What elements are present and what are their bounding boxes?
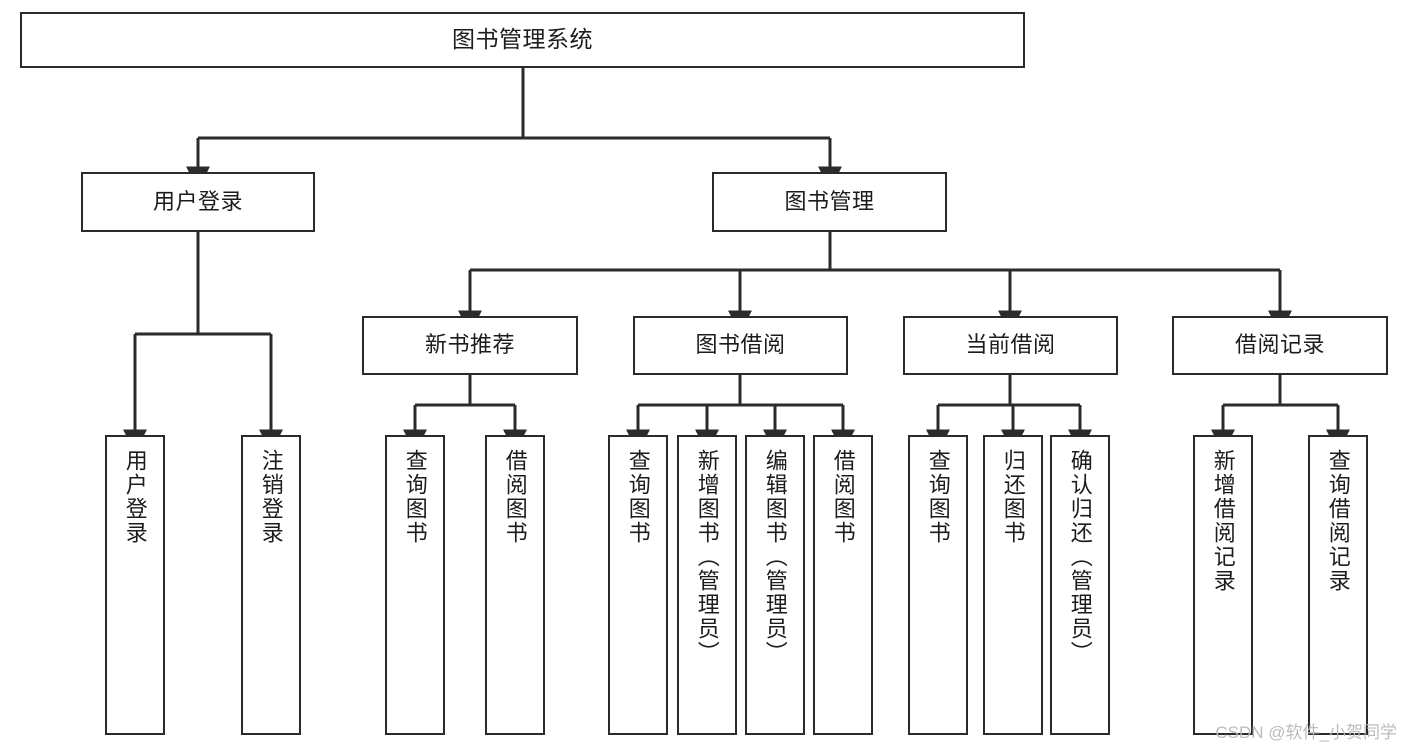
node-leaf-borrow-book-1-label: 借阅图书 — [502, 449, 528, 545]
node-borrow-record[interactable]: 借阅记录 — [1172, 316, 1388, 375]
node-borrow-record-label: 借阅记录 — [1234, 332, 1325, 358]
node-root[interactable]: 图书管理系统 — [20, 12, 1025, 68]
node-leaf-add-borrow-record-label: 新增借阅记录 — [1210, 449, 1236, 593]
node-current-borrow-label: 当前借阅 — [965, 332, 1056, 358]
node-leaf-user-logout-label: 注销登录 — [258, 449, 284, 545]
node-leaf-edit-book-label: 编辑图书（管理员） — [762, 449, 788, 665]
node-new-book-recommend-label: 新书推荐 — [424, 332, 515, 358]
node-leaf-user-logout[interactable]: 注销登录 — [241, 435, 301, 735]
node-book-management[interactable]: 图书管理 — [712, 172, 947, 232]
node-leaf-borrow-book-1[interactable]: 借阅图书 — [485, 435, 545, 735]
node-current-borrow[interactable]: 当前借阅 — [903, 316, 1118, 375]
node-leaf-user-login[interactable]: 用户登录 — [105, 435, 165, 735]
node-leaf-query-borrow-record-label: 查询借阅记录 — [1325, 449, 1351, 593]
node-leaf-query-book-1-label: 查询图书 — [402, 449, 428, 545]
node-leaf-add-borrow-record[interactable]: 新增借阅记录 — [1193, 435, 1253, 735]
node-leaf-query-book-2[interactable]: 查询图书 — [608, 435, 668, 735]
node-leaf-add-book[interactable]: 新增图书（管理员） — [677, 435, 737, 735]
node-user-login[interactable]: 用户登录 — [81, 172, 315, 232]
node-leaf-edit-book[interactable]: 编辑图书（管理员） — [745, 435, 805, 735]
node-leaf-query-borrow-record[interactable]: 查询借阅记录 — [1308, 435, 1368, 735]
node-leaf-return-book-label: 归还图书 — [1000, 449, 1026, 545]
node-leaf-return-book[interactable]: 归还图书 — [983, 435, 1043, 735]
node-leaf-user-login-label: 用户登录 — [122, 449, 148, 545]
node-leaf-borrow-book-2-label: 借阅图书 — [830, 449, 856, 545]
node-book-management-label: 图书管理 — [784, 188, 875, 214]
node-leaf-query-book-3-label: 查询图书 — [925, 449, 951, 545]
csdn-watermark: CSDN @软件_小贺同学 — [1215, 723, 1397, 742]
node-leaf-add-book-label: 新增图书（管理员） — [694, 449, 720, 665]
node-root-label: 图书管理系统 — [452, 26, 593, 53]
node-book-borrow[interactable]: 图书借阅 — [633, 316, 848, 375]
node-leaf-query-book-1[interactable]: 查询图书 — [385, 435, 445, 735]
node-user-login-label: 用户登录 — [152, 188, 243, 214]
node-leaf-confirm-return[interactable]: 确认归还（管理员） — [1050, 435, 1110, 735]
node-leaf-confirm-return-label: 确认归还（管理员） — [1067, 449, 1093, 665]
node-book-borrow-label: 图书借阅 — [695, 332, 786, 358]
node-leaf-borrow-book-2[interactable]: 借阅图书 — [813, 435, 873, 735]
node-new-book-recommend[interactable]: 新书推荐 — [362, 316, 578, 375]
node-leaf-query-book-3[interactable]: 查询图书 — [908, 435, 968, 735]
node-leaf-query-book-2-label: 查询图书 — [625, 449, 651, 545]
